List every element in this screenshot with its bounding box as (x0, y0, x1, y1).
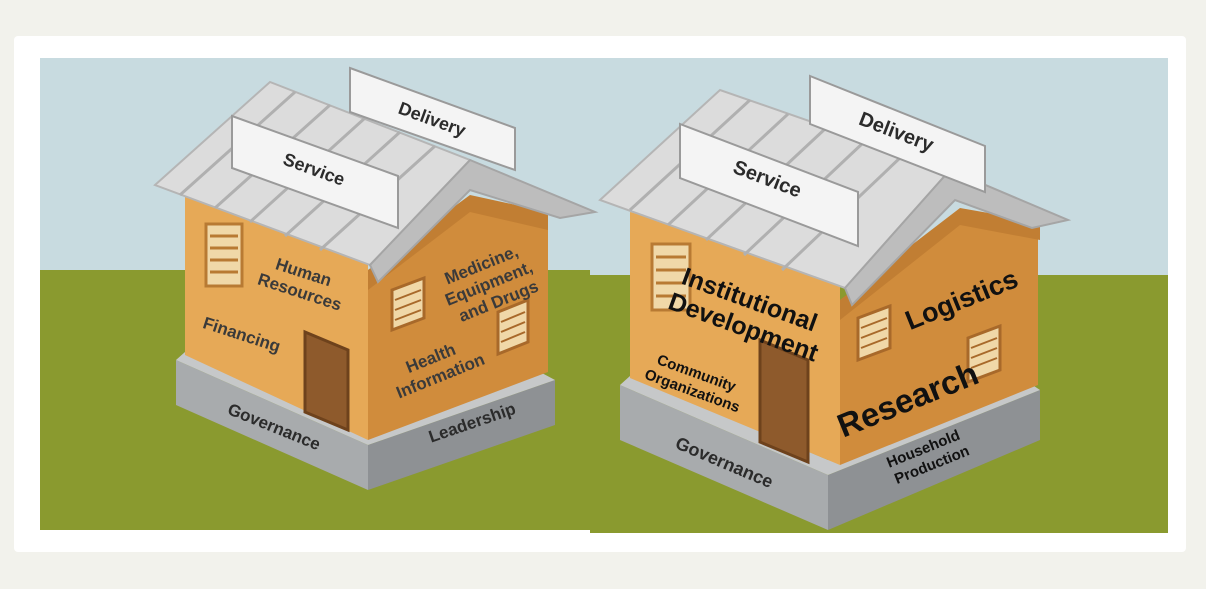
left-house: Service Delivery Human Resources Financi… (153, 66, 599, 490)
left-door (303, 329, 350, 433)
right-window-front (650, 242, 692, 312)
left-window-side-1 (390, 275, 426, 333)
right-foundation-front (620, 385, 828, 530)
left-sign-delivery (349, 66, 516, 172)
right-foundation-side (828, 390, 1040, 530)
left-window-front (204, 222, 244, 288)
left-side-wall (368, 200, 548, 440)
left-foundation-front (176, 360, 368, 490)
left-foundation-top (176, 352, 555, 445)
left-gable (368, 195, 548, 290)
left-foundation-side (368, 380, 555, 490)
left-roof-side (368, 158, 599, 284)
left-sign-service (231, 114, 399, 230)
right-sign-service (679, 122, 859, 248)
right-house: Service Delivery Institutional Developme… (598, 74, 1072, 530)
right-door (758, 337, 810, 465)
right-window-side-2 (966, 323, 1002, 385)
left-window-side-2 (496, 297, 530, 357)
right-sign-delivery (809, 74, 986, 194)
right-window-side-1 (856, 303, 892, 363)
